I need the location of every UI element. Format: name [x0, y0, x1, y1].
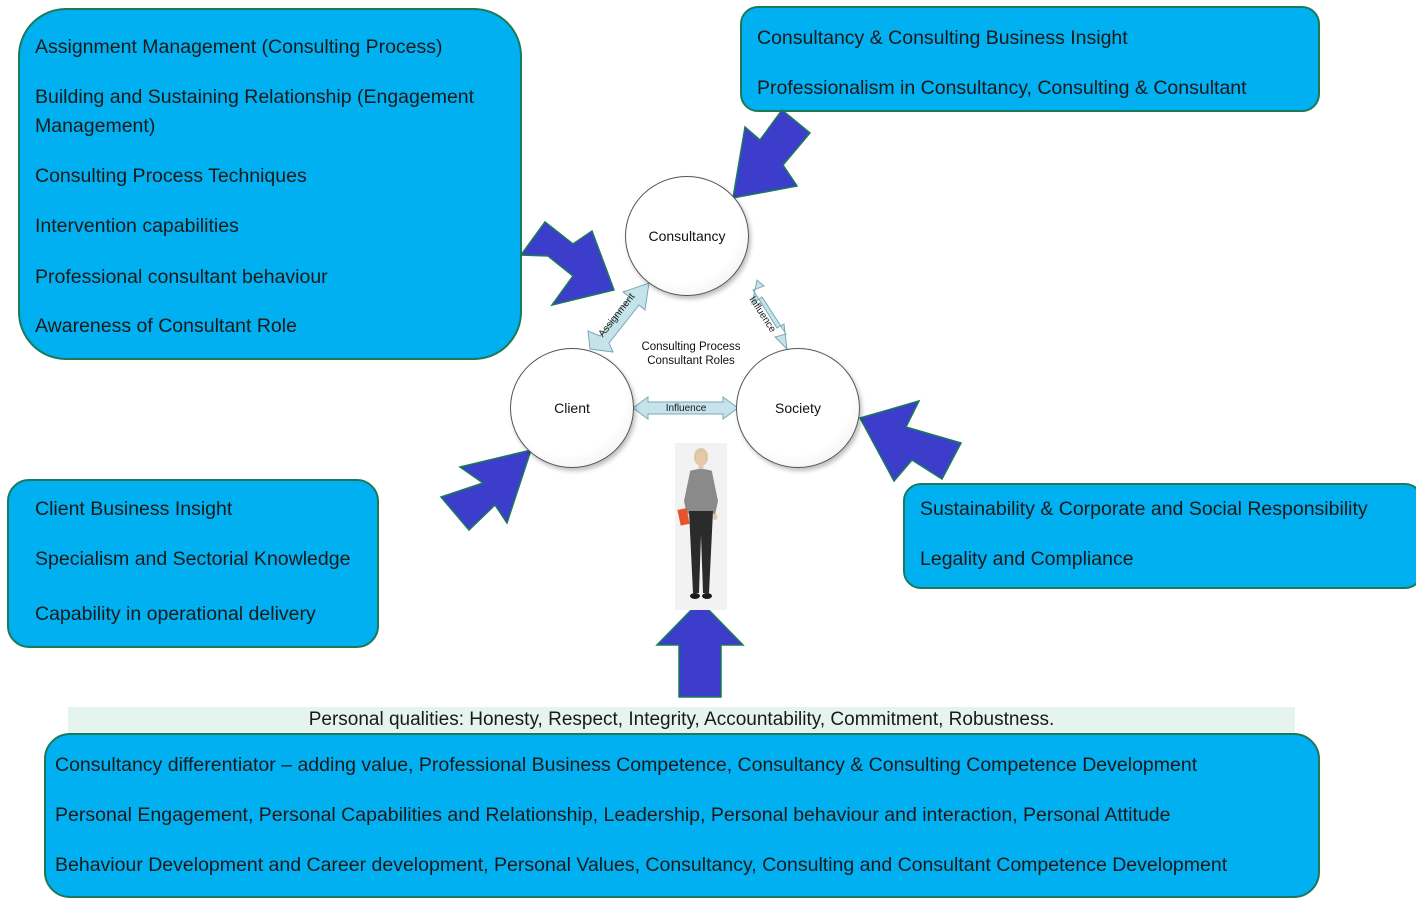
box-item: Legality and Compliance: [920, 548, 1134, 570]
box-item: Capability in operational delivery: [35, 603, 316, 625]
box-item: Behaviour Development and Career develop…: [55, 854, 1228, 876]
box-item: Assignment Management (Consulting Proces…: [35, 36, 443, 58]
competence-box-client: Client Business Insight Specialism and S…: [7, 479, 379, 648]
node-label: Client: [554, 400, 590, 416]
box-item: Personal Engagement, Personal Capabiliti…: [55, 804, 1171, 826]
person-illustration: [677, 448, 718, 599]
box-item: Professional consultant behaviour: [35, 266, 328, 288]
big-arrow: [439, 448, 533, 532]
personal-qualities-label: Personal qualities: Honesty, Respect, In…: [68, 707, 1295, 733]
big-arrow: [519, 220, 615, 307]
box-item: Consultancy differentiator – adding valu…: [55, 754, 1198, 776]
box-item: Consulting Process Techniques: [35, 165, 307, 187]
box-item: Management): [35, 115, 156, 137]
big-arrow: [655, 599, 745, 698]
box-item: Client Business Insight: [35, 498, 233, 520]
consultant-photo: [675, 443, 727, 610]
node-society: Society: [736, 348, 860, 468]
box-item: Intervention capabilities: [35, 215, 239, 237]
box-item: Sustainability & Corporate and Social Re…: [920, 498, 1368, 520]
box-item: Consultancy & Consulting Business Insigh…: [757, 27, 1128, 49]
big-arrow: [732, 108, 812, 199]
big-arrow: [858, 399, 963, 483]
node-consultancy: Consultancy: [625, 176, 749, 296]
box-item: Awareness of Consultant Role: [35, 315, 297, 337]
node-client: Client: [510, 348, 634, 468]
center-label-line: Consulting Process: [641, 341, 741, 353]
center-label: Consulting Process Consultant Roles: [620, 340, 762, 368]
connector-label: Influence: [666, 403, 707, 414]
center-label-line: Consultant Roles: [647, 355, 735, 367]
competence-box-consultancy-insight: Consultancy & Consulting Business Insigh…: [740, 6, 1320, 112]
node-label: Consultancy: [648, 228, 726, 244]
node-label: Society: [775, 400, 821, 416]
box-item: Specialism and Sectorial Knowledge: [35, 548, 351, 570]
box-item: Building and Sustaining Relationship (En…: [35, 86, 475, 108]
competence-box-society: Sustainability & Corporate and Social Re…: [903, 483, 1416, 589]
box-item: Professionalism in Consultancy, Consulti…: [757, 77, 1247, 99]
competence-box-consultancy-process: Assignment Management (Consulting Proces…: [18, 8, 522, 360]
competence-box-personal: Consultancy differentiator – adding valu…: [44, 733, 1320, 898]
